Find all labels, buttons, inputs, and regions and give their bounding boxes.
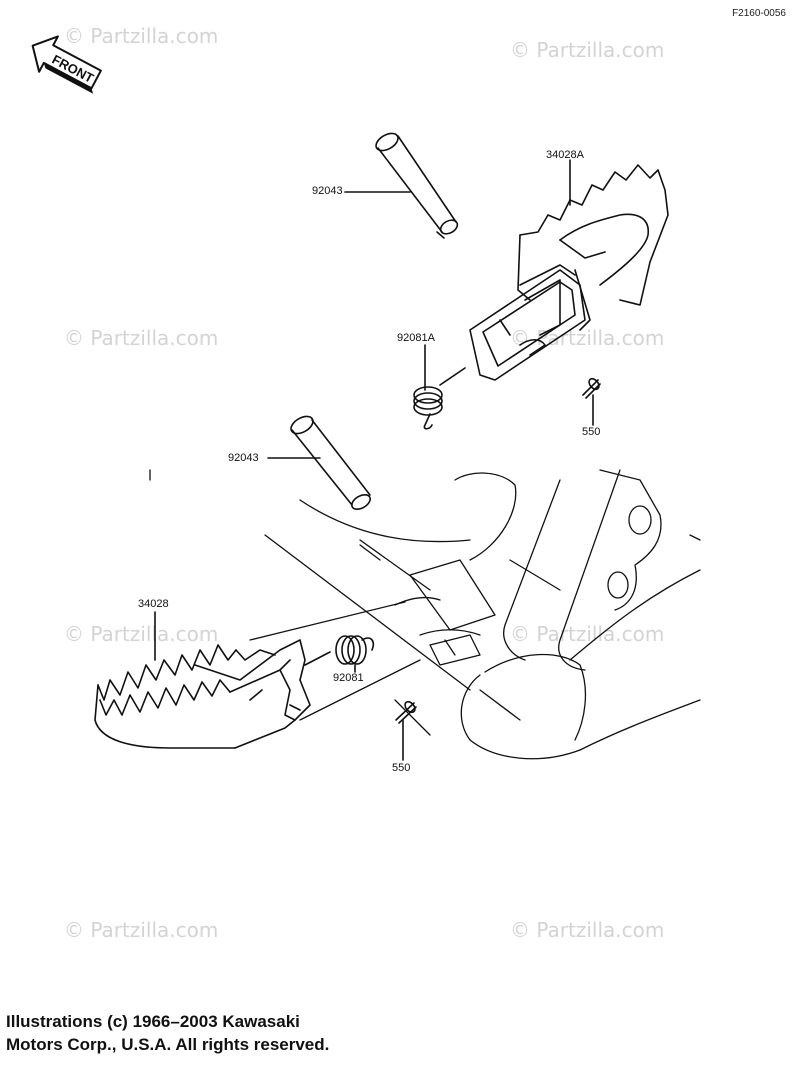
part-label-pin-lower[interactable]: 92043: [228, 452, 259, 464]
copyright-line-2: Motors Corp., U.S.A. All rights reserved…: [6, 1035, 330, 1054]
part-label-spring-right[interactable]: 92081A: [397, 332, 435, 344]
copyright-line-1: Illustrations (c) 1966–2003 Kawasaki: [6, 1012, 300, 1031]
footpeg-left: [94, 639, 311, 749]
watermark: © Partzilla.com: [510, 38, 665, 62]
part-label-footpeg-right[interactable]: 34028A: [546, 149, 584, 161]
front-arrow-icon: FRONT: [31, 35, 102, 94]
watermark: © Partzilla.com: [64, 326, 219, 350]
watermark: © Partzilla.com: [64, 24, 219, 48]
diagram-code: F2160-0056: [732, 8, 786, 19]
pin-lower: [290, 415, 371, 511]
part-label-pin-upper[interactable]: 92043: [312, 185, 343, 197]
frame-outline: [149, 469, 701, 760]
pin-upper: [375, 132, 459, 239]
watermark: © Partzilla.com: [510, 918, 665, 942]
spring-right: [413, 367, 466, 430]
part-label-cotter-upper[interactable]: 550: [582, 426, 601, 438]
copyright-notice: Illustrations (c) 1966–2003 Kawasaki Mot…: [6, 1010, 329, 1056]
part-label-cotter-lower[interactable]: 550: [392, 762, 411, 774]
cotter-pin-upper: [582, 377, 601, 399]
watermark: © Partzilla.com: [64, 918, 219, 942]
watermark: © Partzilla.com: [510, 622, 665, 646]
cotter-pin-lower: [395, 700, 417, 724]
part-label-spring-left[interactable]: 92081: [333, 672, 364, 684]
spring-left: [304, 635, 375, 666]
part-label-footpeg-left[interactable]: 34028: [138, 598, 169, 610]
footpeg-right: [469, 164, 669, 381]
watermark: © Partzilla.com: [64, 622, 219, 646]
watermark: © Partzilla.com: [510, 326, 665, 350]
